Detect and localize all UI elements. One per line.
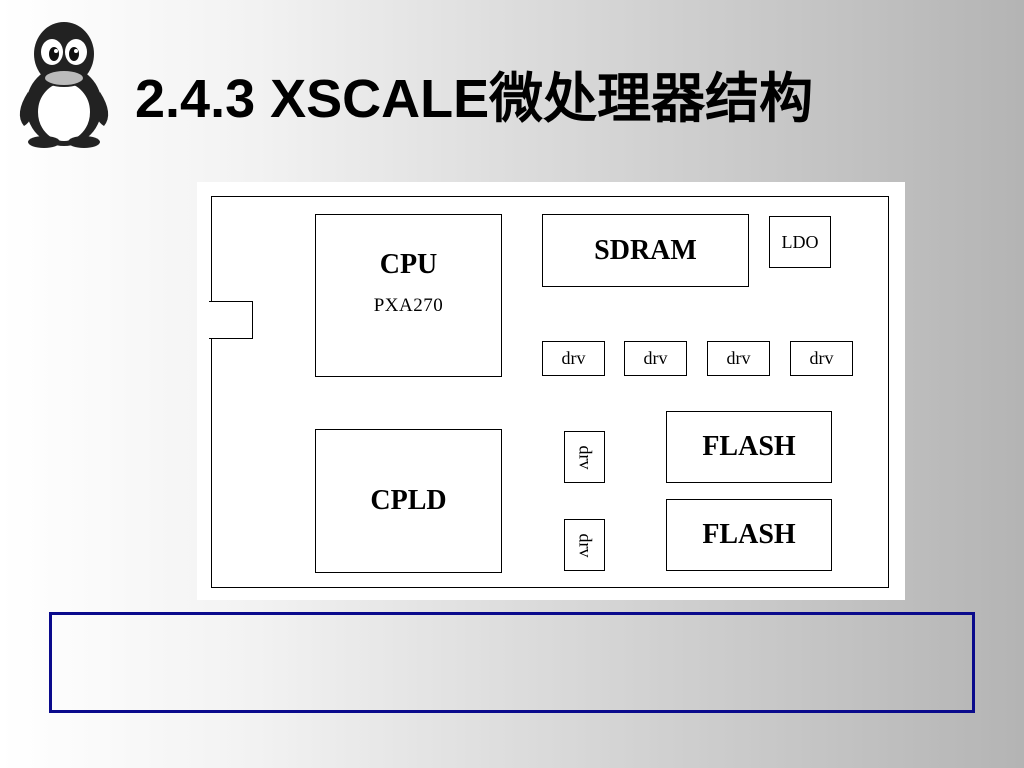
sdram-block: SDRAM <box>542 214 749 287</box>
penguin-icon <box>19 22 109 148</box>
cpu-block: CPU PXA270 <box>315 214 502 377</box>
driver-block-3: drv <box>707 341 770 376</box>
board-outline <box>211 196 889 588</box>
vertical-driver-label-1: drv <box>575 445 595 469</box>
cpld-block: CPLD <box>315 429 502 573</box>
empty-text-box[interactable] <box>49 612 975 713</box>
driver-block-2: drv <box>624 341 687 376</box>
slide-title: 2.4.3 XSCALE微处理器结构 <box>135 69 814 129</box>
cpu-label: CPU <box>379 249 438 280</box>
ldo-block: LDO <box>769 216 831 268</box>
board-connector-notch <box>209 301 253 339</box>
driver-block-4: drv <box>790 341 853 376</box>
vertical-driver-label-2: drv <box>575 533 595 557</box>
vertical-driver-block-2: drv <box>564 519 605 571</box>
block-diagram: CPU PXA270 SDRAM LDO drv drv drv drv CPL… <box>197 182 905 600</box>
vertical-driver-block-1: drv <box>564 431 605 483</box>
flash-block-1: FLASH <box>666 411 832 483</box>
driver-block-1: drv <box>542 341 605 376</box>
flash-block-2: FLASH <box>666 499 832 571</box>
cpu-model: PXA270 <box>373 295 444 316</box>
